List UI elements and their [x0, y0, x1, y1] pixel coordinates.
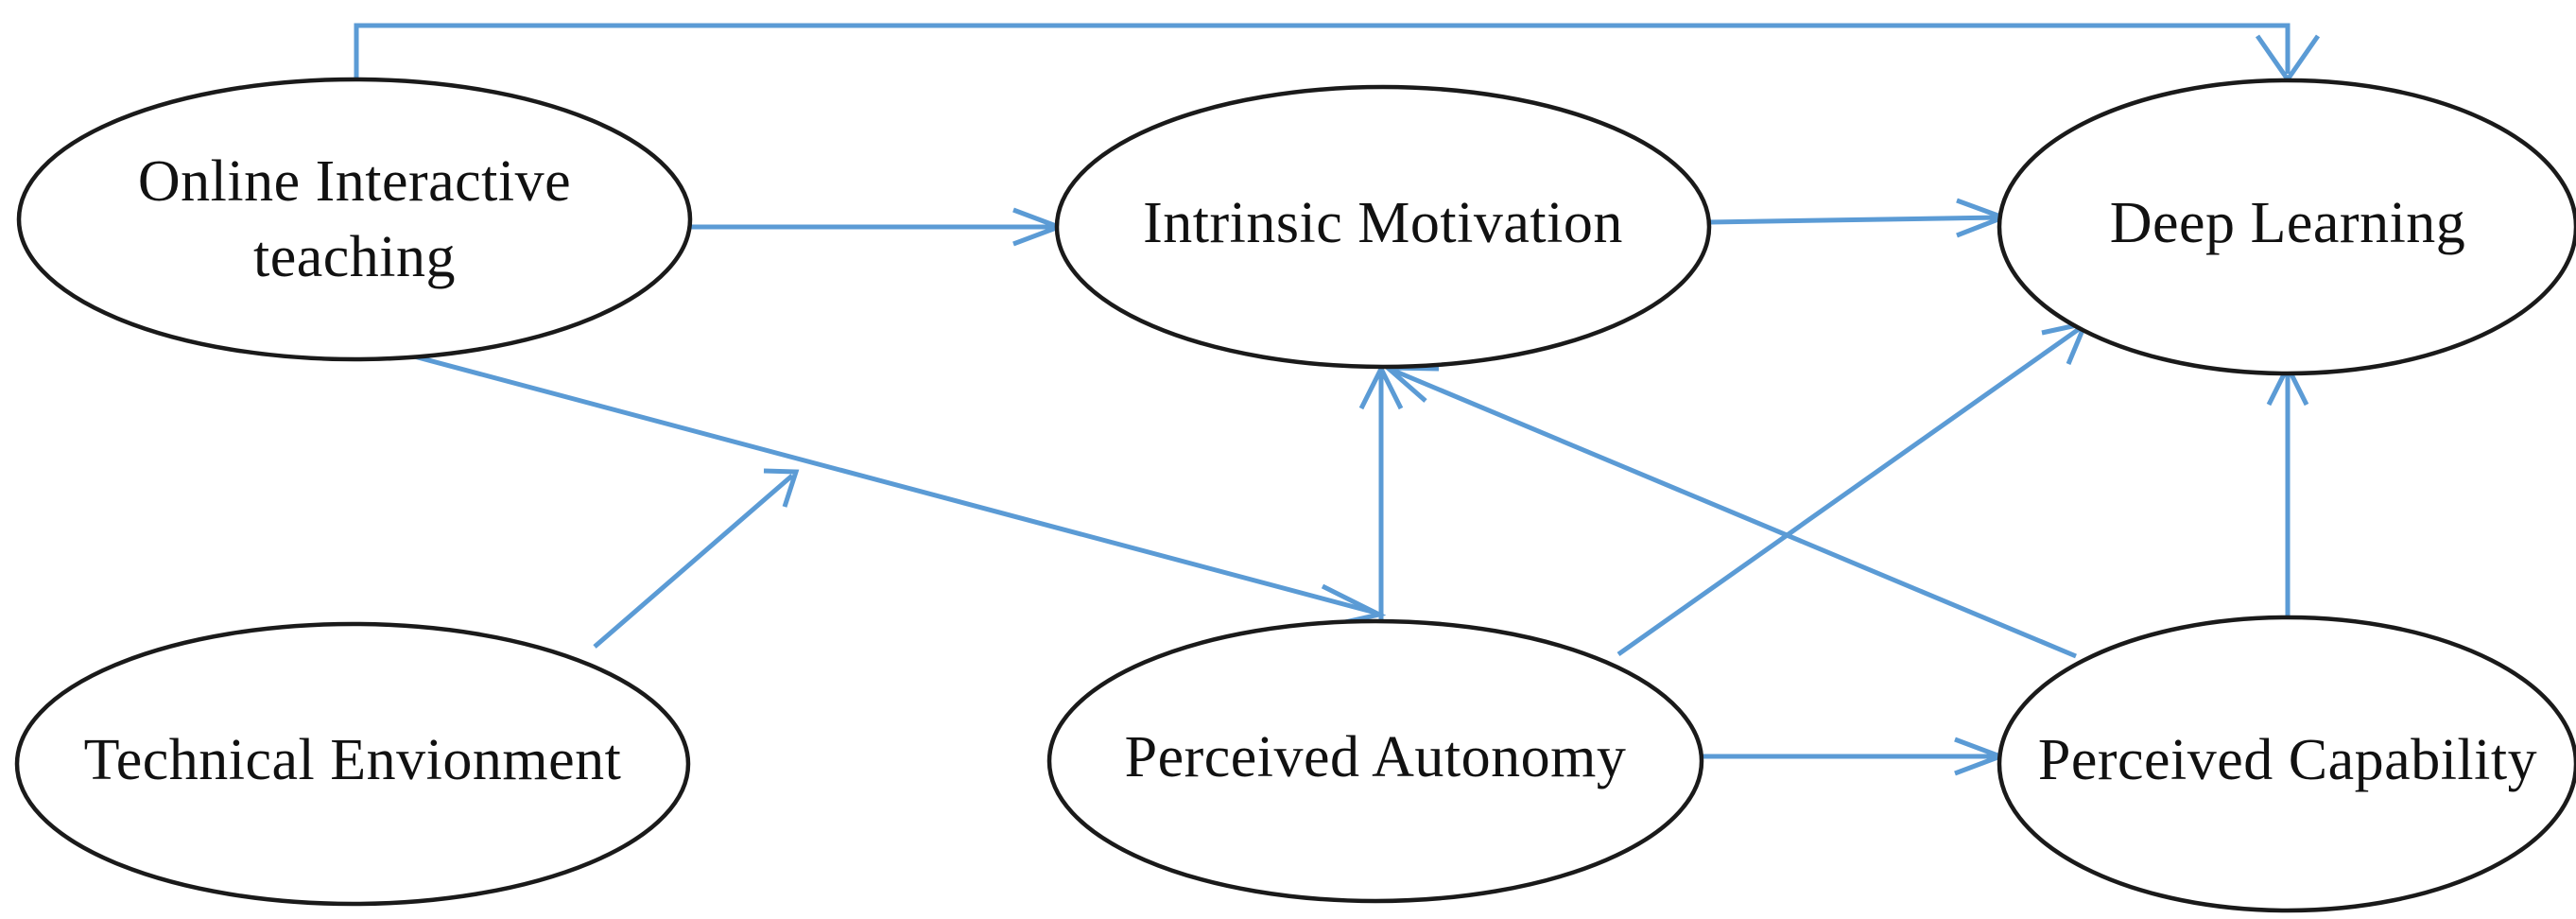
node-technical-envionment[interactable]: Technical Envionment: [14, 621, 691, 907]
node-label-online-interactive-teaching-line1: Online Interactive: [138, 149, 571, 214]
edge-perceived-autonomy-to-intrinsic-motivation[interactable]: [1358, 363, 1404, 624]
node-ellipse-online-interactive-teaching[interactable]: [16, 77, 693, 362]
edge-online-interactive-teaching-to-perceived-autonomy[interactable]: [360, 339, 1387, 631]
node-ellipse-technical-envionment[interactable]: [14, 621, 691, 907]
node-label-perceived-autonomy: Perceived Autonomy: [1125, 725, 1627, 789]
node-label-online-interactive-teaching-line2: teaching: [253, 225, 456, 289]
node-ellipse-perceived-capability[interactable]: [1997, 615, 2576, 913]
edge-perceived-autonomy-to-perceived-capability[interactable]: [1702, 737, 2008, 776]
edge-online-interactive-teaching-to-deep-learning[interactable]: [354, 23, 2321, 84]
node-label-intrinsic-motivation: Intrinsic Motivation: [1143, 191, 1623, 255]
node-perceived-autonomy[interactable]: Perceived Autonomy: [1046, 618, 1704, 904]
node-label-perceived-capability: Perceived Capability: [2038, 728, 2537, 792]
node-ellipse-deep-learning[interactable]: [1997, 78, 2576, 376]
node-online-interactive-teaching[interactable]: Online Interactive teaching: [16, 77, 693, 362]
node-ellipse-intrinsic-motivation[interactable]: [1054, 84, 1712, 370]
edge-perceived-capability-to-intrinsic-motivation[interactable]: [1381, 365, 2077, 659]
edge-technical-envionment-to-teaching-autonomy-path[interactable]: [593, 468, 800, 649]
edge-perceived-autonomy-to-deep-learning[interactable]: [1616, 320, 2090, 657]
node-ellipse-perceived-autonomy[interactable]: [1046, 618, 1704, 904]
edge-intrinsic-motivation-to-deep-learning[interactable]: [1708, 198, 2011, 238]
node-deep-learning[interactable]: Deep Learning: [1997, 78, 2576, 376]
node-intrinsic-motivation[interactable]: Intrinsic Motivation: [1054, 84, 1712, 370]
node-label-technical-envionment: Technical Envionment: [84, 728, 622, 792]
node-layer: Online Interactive teaching Intrinsic Mo…: [14, 77, 2576, 913]
node-perceived-capability[interactable]: Perceived Capability: [1997, 615, 2576, 913]
node-label-deep-learning: Deep Learning: [2110, 191, 2466, 255]
edge-online-interactive-teaching-to-intrinsic-motivation[interactable]: [691, 207, 1066, 247]
edge-perceived-capability-to-deep-learning[interactable]: [2266, 361, 2309, 616]
